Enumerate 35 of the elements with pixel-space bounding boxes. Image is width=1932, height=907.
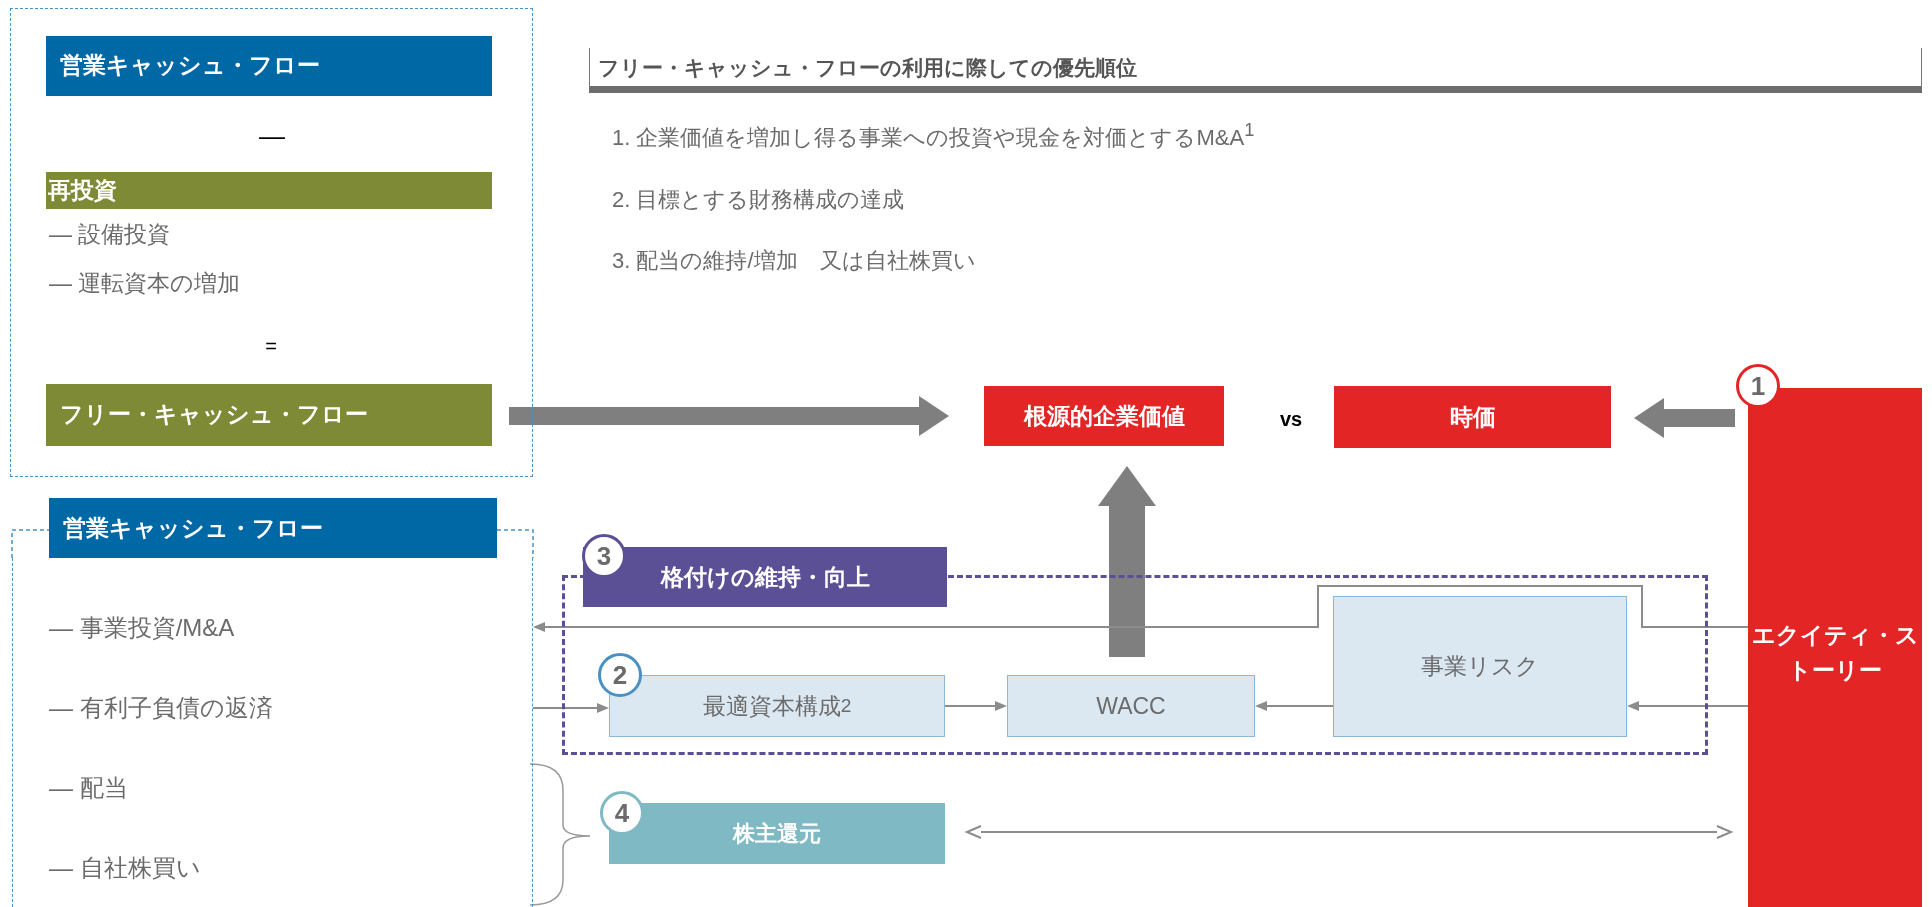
- arrow: [966, 825, 1732, 839]
- number-badge: 2: [598, 653, 642, 697]
- value-box: 根源的企業価値: [984, 386, 1224, 446]
- list-item: 1. 企業価値を増加し得る事業への投資や現金を対価とするM&A$^{1}$: [612, 119, 1255, 152]
- arrow: [1627, 701, 1749, 711]
- section-heading: フリー・キャッシュ・フローの利用に際しての優先順位: [589, 48, 1922, 93]
- arrow: [532, 703, 609, 713]
- number-badge: 1: [1736, 364, 1780, 408]
- heading-bar: 再投資: [45, 171, 492, 209]
- list-item: 3. 配当の維持/増加 又は自社株買い: [612, 247, 976, 275]
- list-item: — 配当: [49, 773, 128, 803]
- arrow: [944, 701, 1007, 711]
- heading-bar: 営業キャッシュ・フロー: [45, 35, 492, 96]
- dashed-frame: [10, 8, 533, 477]
- number-badge: 4: [600, 791, 644, 835]
- heading-bar: フリー・キャッシュ・フロー: [45, 383, 492, 446]
- list-item: 2. 目標とする財務構成の達成: [612, 186, 905, 214]
- arrow: [1098, 466, 1156, 657]
- operator-sign: —: [259, 120, 285, 152]
- list-item: — 有利子負債の返済: [49, 693, 273, 723]
- arrow: [533, 585, 1749, 632]
- arrow: [1255, 701, 1334, 711]
- value-box: 時価: [1334, 386, 1611, 448]
- list-item: — 自社株買い: [49, 853, 201, 883]
- operator-sign: =: [265, 334, 277, 358]
- list-item: — 事業投資/M&A: [49, 613, 235, 643]
- vs-label: vs: [1279, 407, 1303, 431]
- process-box: WACC: [1007, 675, 1255, 737]
- heading-bar: 営業キャッシュ・フロー: [49, 498, 497, 558]
- list-item: — 運転資本の増加: [49, 268, 241, 298]
- arrow: [509, 396, 949, 436]
- number-badge: 3: [582, 534, 626, 578]
- process-box: 事業リスク: [1333, 596, 1627, 737]
- list-item: — 設備投資: [49, 219, 171, 249]
- arrow: [1634, 398, 1735, 438]
